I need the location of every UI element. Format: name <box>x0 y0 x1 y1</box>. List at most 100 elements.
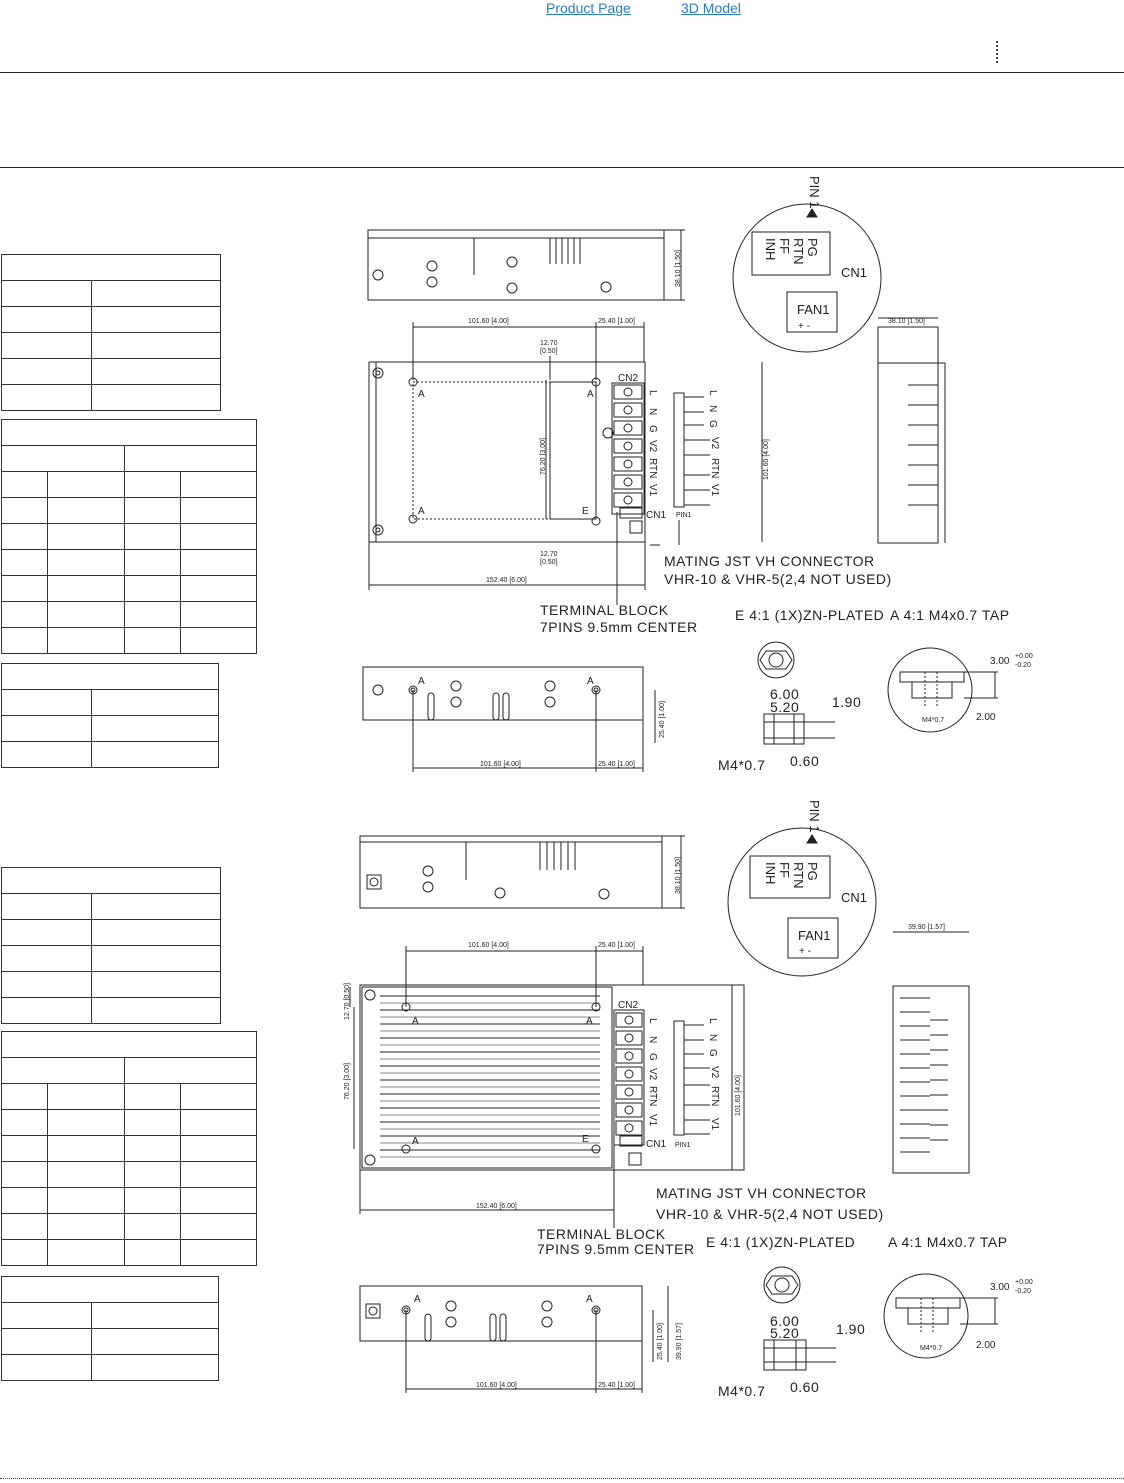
detail-2-b: 2.00 <box>976 1340 996 1351</box>
dim-bottom-101-b: 101.60 [4.00] <box>476 1382 517 1389</box>
fan1-label-b: FAN1 <box>798 928 831 943</box>
detail-a-b: M4*0.7 3.00 +0.00 -0.20 2.00 <box>883 1273 1033 1359</box>
side-view-a: 38.10 [1.50] <box>877 317 946 544</box>
term-rtn-a: RTN <box>647 458 658 478</box>
term-l-a: L <box>647 390 658 396</box>
spec-table-a1 <box>1 254 221 411</box>
bottom-hole-b-2: A <box>586 1294 593 1305</box>
hole-a-label-2: A <box>587 389 594 400</box>
dim-12-b: 12.70 [0.50] <box>344 983 351 1020</box>
pin-pg-a: PG <box>805 238 820 257</box>
3d-model-link[interactable]: 3D Model <box>681 0 741 16</box>
cn1-label-a: CN1 <box>841 265 867 280</box>
note-tb-2-a: 7PINS 9.5mm CENTER <box>540 619 698 635</box>
term-g-b: G <box>647 1053 658 1061</box>
dim-12-top-in-a: [0.50] <box>540 348 558 355</box>
hole-b-label-2: A <box>586 1016 593 1027</box>
tol-p-b: +0.00 <box>1015 1279 1033 1286</box>
dim-101-a: 101.60 [4.00] <box>468 318 509 325</box>
pin1-label-a: PIN 1 <box>807 176 822 209</box>
main-view-b: CN2 CN1 A A A E L N G V2 RTN V1 L N G V2… <box>344 942 745 1214</box>
cn1-label-b: CN1 <box>841 890 867 905</box>
mate-v2-b: V2 <box>709 1066 720 1079</box>
pin-rtn-b: RTN <box>791 862 806 888</box>
spec-table-a2 <box>1 419 257 654</box>
dim-side-height-a: 38.10 [1.50] <box>888 318 925 325</box>
term-v1-a: V1 <box>647 484 658 497</box>
term-v2-b: V2 <box>647 1068 658 1081</box>
pin-inh-b: INH <box>763 862 778 884</box>
bottom-hole-a-2: A <box>587 676 594 687</box>
dim-101-v-b: 101.60 [4.00] <box>735 1075 742 1116</box>
note-detail-e-b: E 4:1 (1X)ZN-PLATED <box>706 1234 855 1250</box>
bottom-hole-a-1: A <box>418 676 425 687</box>
dim-152-a: 152.40 [6.00] <box>486 577 527 584</box>
dim-152-b: 152.40 [6.00] <box>476 1203 517 1210</box>
dim-25-b: 25.40 [1.00] <box>598 942 635 949</box>
term-g-a: G <box>647 425 658 433</box>
detail-3-b: 3.00 <box>990 1282 1010 1293</box>
detail-19-a: 1.90 <box>832 694 861 710</box>
mate-v1-b: V1 <box>709 1118 720 1131</box>
dim-bottom-25-a: 25.40 [1.00] <box>598 761 635 768</box>
spec-table-b1 <box>1 867 221 1024</box>
cn2-label-a: CN2 <box>618 373 638 384</box>
tol-n-a: -0.20 <box>1015 662 1031 669</box>
spec-table-a3 <box>1 663 219 768</box>
note-mating-2-b: VHR-10 & VHR-5(2,4 NOT USED) <box>656 1206 884 1222</box>
bottom-hole-b-1: A <box>414 1294 421 1305</box>
mate-rtn-a: RTN <box>709 458 720 478</box>
note-tb-2-b: 7PINS 9.5mm CENTER <box>537 1241 695 1257</box>
main-view-a: CN2 CN1 A A A E L N G V2 RTN V1 L N G V2… <box>368 318 770 590</box>
dim-bottom-25-v-a: 25.40 [1.00] <box>659 701 666 738</box>
note-mating-1-b: MATING JST VH CONNECTOR <box>656 1185 867 1201</box>
tap-m4-a: M4*0.7 <box>922 717 944 724</box>
detail-m4-b: M4*0.7 <box>718 1383 765 1399</box>
note-mating-1-a: MATING JST VH CONNECTOR <box>664 553 875 569</box>
dim-bottom-25-b: 25.40 [1.00] <box>598 1382 635 1389</box>
dim-101-b: 101.60 [4.00] <box>468 942 509 949</box>
hole-a-label-1: A <box>418 389 425 400</box>
term-n-b: N <box>647 1036 658 1043</box>
fan-polarity-b: + - <box>799 946 811 957</box>
product-page-link[interactable]: Product Page <box>546 0 631 16</box>
detail-e-a: 6.00 5.20 1.90 M4*0.7 0.60 <box>718 641 861 773</box>
term-v1-b: V1 <box>647 1114 658 1127</box>
cn1-main-label-b: CN1 <box>646 1139 666 1150</box>
mate-v2-a: V2 <box>709 437 720 450</box>
spec-table-b3 <box>1 1276 219 1381</box>
dim-12-top-a: 12.70 <box>540 340 558 347</box>
hole-b-label-3: A <box>412 1136 419 1147</box>
term-rtn-b: RTN <box>647 1086 658 1106</box>
hole-e-label-b: E <box>582 1134 589 1145</box>
tol-p-a: +0.00 <box>1015 653 1033 660</box>
dim-side-height-b: 39.90 [1.57] <box>908 924 945 931</box>
dim-76-b: 76.20 [3.00] <box>344 1063 351 1100</box>
detail-2-a: 2.00 <box>976 712 996 723</box>
header-rule <box>0 72 1124 73</box>
detail-52-b: 5.20 <box>770 1325 799 1341</box>
pin1-mate-label-b: PIN1 <box>675 1142 691 1149</box>
dim-25-a: 25.40 [1.00] <box>598 318 635 325</box>
detail-6-a: 6.00 <box>770 686 799 702</box>
dim-top-height-b: 38.10 [1.50] <box>675 857 682 894</box>
cn1-main-label-a: CN1 <box>646 510 666 521</box>
pin1-mate-label-a: PIN1 <box>676 512 692 519</box>
dim-12-bot-in-a: [0.50] <box>540 559 558 566</box>
hole-b-label-1: A <box>412 1016 419 1027</box>
dim-top-height-a: 38.10 [1.50] <box>675 250 682 287</box>
bottom-view-b: A A 101.60 [4.00] 25.40 [1.00] 25.40 [1.… <box>359 1285 683 1393</box>
mate-l-b: L <box>707 1018 718 1024</box>
pin-ff-a: FF <box>777 238 792 254</box>
fan1-label-a: FAN1 <box>797 302 830 317</box>
spec-table-b2 <box>1 1031 257 1266</box>
hole-e-label: E <box>582 506 589 517</box>
detail-06-b: 0.60 <box>790 1379 819 1395</box>
note-tb-1-a: TERMINAL BLOCK <box>540 602 669 618</box>
side-view-b: 39.90 [1.57] <box>892 924 970 1174</box>
dim-bottom-39-v-b: 39.90 [1.57] <box>676 1323 683 1360</box>
bottom-view-a: A A 101.60 [4.00] 25.40 [1.00] 25.40 [1.… <box>362 666 666 772</box>
note-detail-a-a: A 4:1 M4x0.7 TAP <box>890 607 1010 623</box>
